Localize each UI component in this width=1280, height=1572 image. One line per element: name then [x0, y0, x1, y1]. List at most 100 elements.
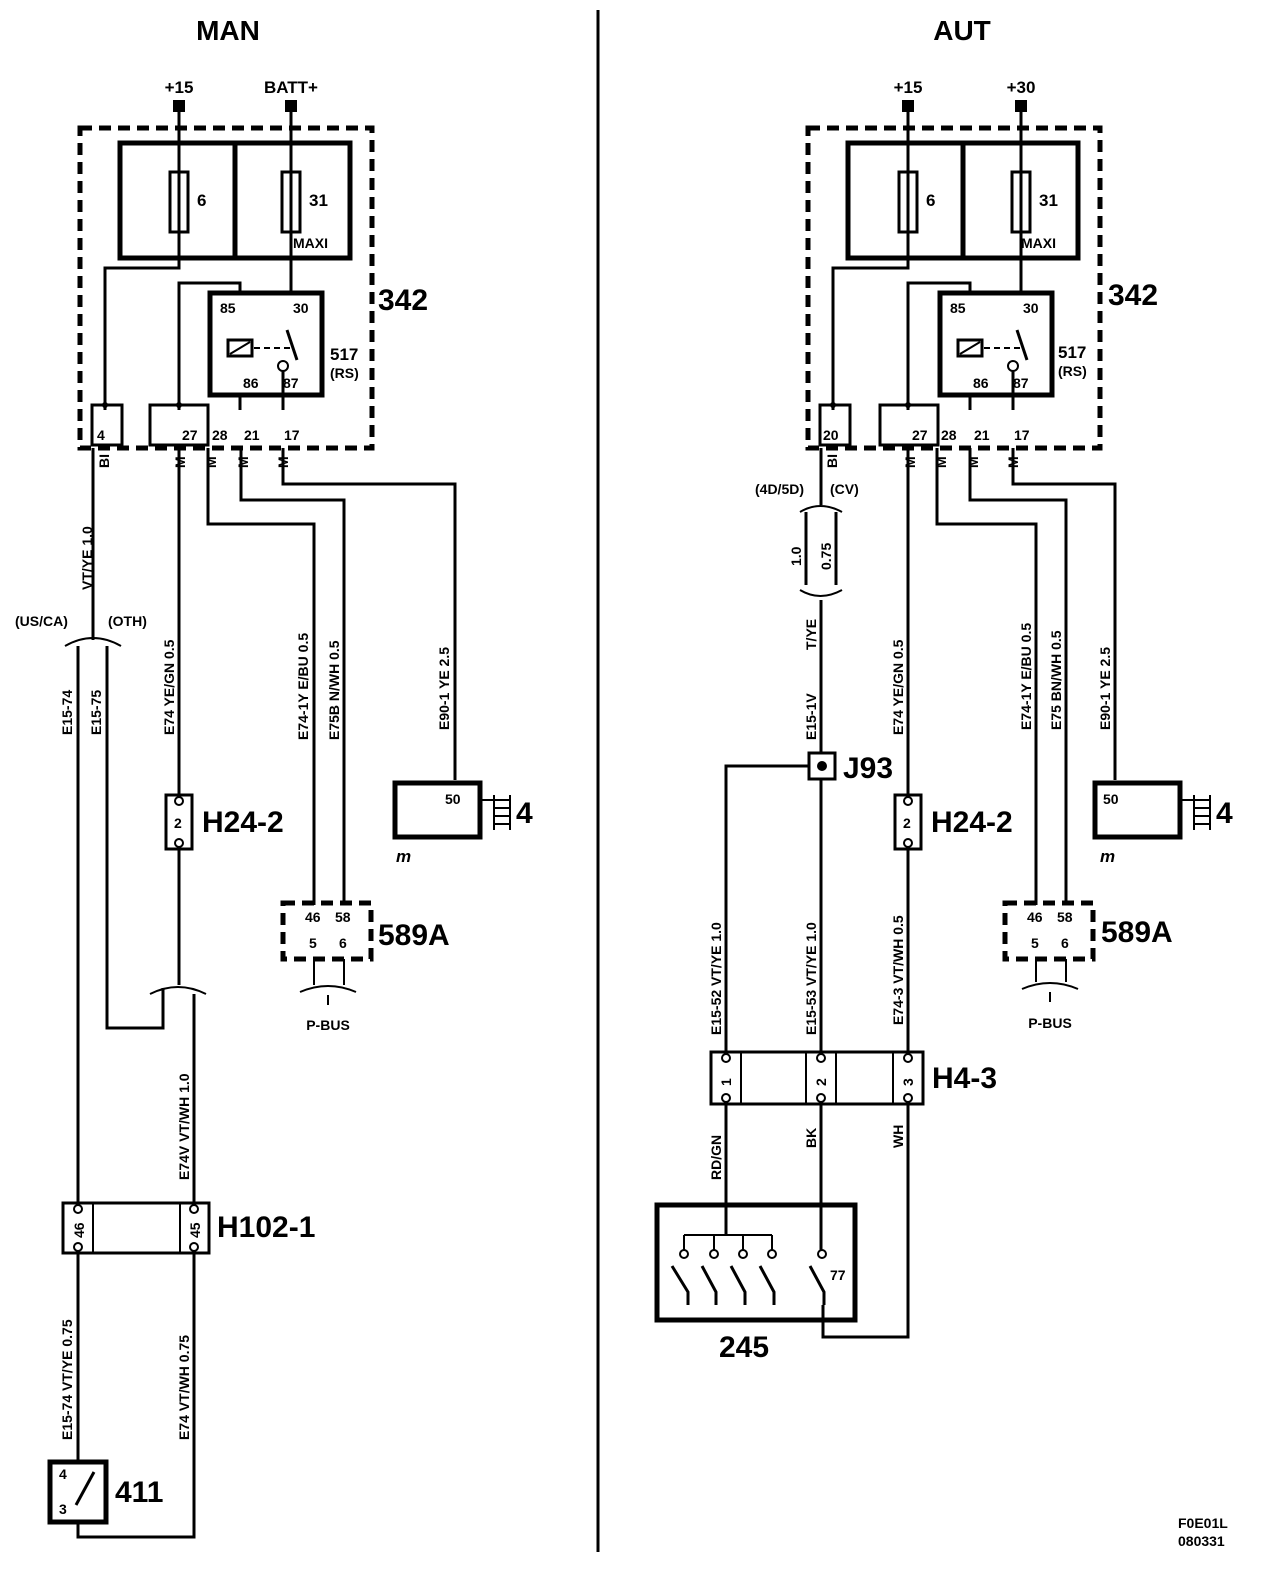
aut-variant-brace-top [799, 505, 843, 513]
aut-wire-label-e151v: E15-1V [803, 693, 819, 740]
man-wire-label-e1574: E15-74 [59, 690, 75, 735]
man-pbus-brace [299, 985, 357, 993]
aut-h43-p3-bot [903, 1093, 913, 1103]
man-pin-27: 27 [182, 427, 198, 443]
man-wire-label-e901: E90-1 YE 2.5 [436, 647, 452, 730]
man-589a-pin-6: 6 [339, 935, 347, 951]
aut-pin-21: 21 [974, 427, 990, 443]
man-relay-rs-label: (RS) [330, 365, 359, 381]
aut-ground-num: 4 [1216, 797, 1233, 830]
man-h1021-pin-46: 46 [71, 1222, 87, 1238]
aut-589a-out [1035, 959, 1067, 982]
man-h1021-pin46-top [73, 1204, 83, 1214]
man-relay-contact-point [277, 360, 289, 372]
man-switch-pin-3: 3 [59, 1501, 67, 1517]
aut-589a-label: 589A [1101, 916, 1173, 949]
man-ground-num: 4 [516, 797, 533, 830]
aut-wire-label-e74: E74 YE/GN 0.5 [890, 639, 906, 735]
man-ground-symbol: m [396, 847, 411, 866]
aut-ground-symbol: m [1100, 847, 1115, 866]
aut-pincol-21: M [965, 456, 981, 468]
man-switch-411-label: 411 [115, 1476, 163, 1509]
aut-wire-e1552 [724, 764, 809, 1052]
aut-relay-coil-diag [959, 341, 981, 355]
man-unit-342-box [77, 125, 375, 451]
man-589a-pin-58: 58 [335, 909, 351, 925]
aut-wire-label-rdgn: RD/GN [708, 1135, 724, 1180]
man-wire-17 [281, 448, 457, 780]
aut-relay-contact-point [1007, 360, 1019, 372]
aut-gauge-075: 0.75 [818, 543, 834, 570]
man-section: MAN +15 BATT+ 342 6 31 MAXI 85 30 86 87 … [15, 15, 533, 1539]
footer-date: 080331 [1178, 1533, 1225, 1549]
man-wire-e74-bot [76, 1253, 196, 1539]
man-h1021-pin46-bot [73, 1242, 83, 1252]
man-ground-connector-icon [480, 795, 511, 830]
man-wire-label-e1574-bot: E15-74 VT/YE 0.75 [59, 1319, 75, 1440]
man-terminal-batt [285, 100, 297, 112]
man-relay-pin-85: 85 [220, 300, 236, 316]
man-pin-4: 4 [97, 427, 105, 443]
aut-pin-27: 27 [912, 427, 928, 443]
aut-unit-245-label: 245 [719, 1331, 769, 1364]
man-h1021-pin45-top [189, 1204, 199, 1214]
man-pin-block-4 [90, 403, 124, 447]
man-switch-411-box [47, 1459, 109, 1525]
man-pin-28: 28 [212, 427, 228, 443]
aut-unit-245-box [654, 1202, 858, 1323]
man-h242-pin-bot [174, 838, 184, 848]
aut-589a-pin-5: 5 [1031, 935, 1039, 951]
aut-wire-17 [1011, 448, 1117, 780]
man-pincol-28: M [203, 456, 219, 468]
aut-wire-label-e1552: E15-52 VT/YE 1.0 [708, 922, 724, 1035]
aut-conn-h43 [709, 1050, 925, 1106]
man-fuse-31-label: 31 [309, 191, 328, 210]
man-pincol-21: M [235, 456, 251, 468]
aut-589a-pin-6: 6 [1061, 935, 1069, 951]
man-wire-85 [177, 281, 242, 410]
aut-h43-p1-top [721, 1053, 731, 1063]
man-wire-21 [239, 448, 346, 905]
aut-terminal-30 [1015, 100, 1027, 112]
aut-h43-p2-top [816, 1053, 826, 1063]
man-h1021-pin45-bot [189, 1242, 199, 1252]
man-wire-label-vtye: VT/YE 1.0 [79, 526, 95, 590]
man-title: MAN [196, 15, 260, 46]
man-label-batt: BATT+ [264, 78, 318, 97]
man-pin-21: 21 [244, 427, 260, 443]
aut-splice-j93-label: J93 [843, 752, 893, 785]
aut-relay-pin-86: 86 [973, 375, 989, 391]
aut-wire-label-e741y: E74-1Y E/BU 0.5 [1018, 623, 1034, 730]
man-589a-label: 589A [378, 919, 450, 952]
aut-589a-pin-46: 46 [1027, 909, 1043, 925]
aut-label-30: +30 [1007, 78, 1036, 97]
man-relay-contact-icon [285, 329, 299, 361]
aut-wire-21 [968, 448, 1068, 905]
aut-relay-pin-85: 85 [950, 300, 966, 316]
aut-pin-20: 20 [823, 427, 839, 443]
aut-relay-pin-30: 30 [1023, 300, 1039, 316]
aut-h43-label: H4-3 [932, 1062, 997, 1095]
man-variant-oth: (OTH) [108, 613, 147, 629]
aut-pincol-bl: BI [824, 454, 840, 468]
aut-245-pin-77: 77 [830, 1267, 846, 1283]
man-relay-517-label: 517 [330, 345, 358, 364]
man-ground-box [392, 780, 483, 840]
aut-relay-pin-87: 87 [1013, 375, 1029, 391]
aut-589a-pin-58: 58 [1057, 909, 1073, 925]
aut-unit-342-box [805, 125, 1103, 451]
man-switch-contact-icon [74, 1471, 96, 1506]
aut-h43-pin-1: 1 [718, 1078, 734, 1086]
aut-gauge-10: 1.0 [788, 546, 804, 566]
man-wire-label-e741y: E74-1Y E/BU 0.5 [295, 633, 311, 740]
man-relay-pin-30: 30 [293, 300, 309, 316]
man-h242-pin-top [174, 796, 184, 806]
aut-wire-label-bk: BK [803, 1128, 819, 1148]
aut-ground-box [1092, 780, 1183, 840]
man-relay-pin-86: 86 [243, 375, 259, 391]
aut-relay-517-box [937, 290, 1055, 398]
aut-wire-15 [831, 112, 910, 410]
aut-relay-517-label: 517 [1058, 343, 1086, 362]
aut-wire-variants [804, 512, 838, 585]
